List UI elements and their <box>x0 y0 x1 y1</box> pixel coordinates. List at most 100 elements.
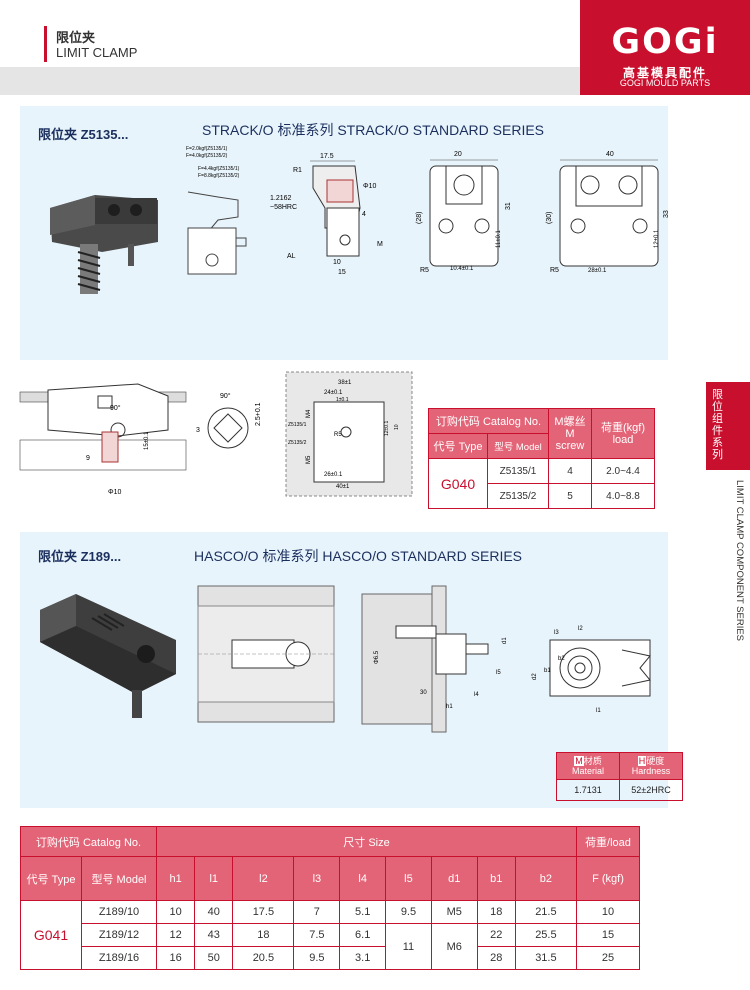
row3-b1: 28 <box>476 946 516 970</box>
dim-12b: 12±0.1 <box>384 421 390 436</box>
dim-12: 12±0.1 <box>654 229 660 248</box>
page-title-cn: 限位夹 <box>56 30 96 45</box>
header-accent-bar <box>44 26 47 62</box>
row2-b2: 25.5 <box>514 923 578 947</box>
label-al: AL <box>287 253 296 260</box>
row2-l1: 43 <box>194 923 234 947</box>
label-d2: d2 <box>532 673 538 680</box>
hardness-cn: 硬度 <box>646 756 665 766</box>
row3-b2: 31.5 <box>514 946 578 970</box>
col-d1: d1 <box>430 856 478 901</box>
dim-r5a: R5 <box>420 267 429 274</box>
hasco-top-drawing: l2 d2 l3 l1 b1 b2 <box>532 626 651 714</box>
label-f2: F=4.0kgf(Z5135/2) <box>186 153 228 159</box>
dim-15b: 15±0.1 <box>144 431 150 450</box>
dim-10b: 10 <box>394 424 400 430</box>
thread-m4: M4 <box>306 409 312 418</box>
hasco-clamp-photo <box>40 594 176 718</box>
label-hardness: ~58HRC <box>270 204 297 211</box>
material-cn: 材质 <box>583 756 602 766</box>
hasco-install-drawing: d1 Φ6.5 30 h1 l4 l5 <box>361 585 508 733</box>
strack-install-drawing: 90° 15±0.1 9 Φ10 <box>19 383 187 496</box>
dim-26: 26±0.1 <box>324 472 343 478</box>
dim-40b: 40±1 <box>336 484 350 490</box>
row2-h1: 12 <box>155 923 196 947</box>
dim-11: 11±0.1 <box>496 229 502 248</box>
row3-h1: 16 <box>155 946 196 970</box>
side-tab-label: 限位组件系列 <box>712 389 723 461</box>
label-b1: b1 <box>544 668 551 674</box>
col-f: F (kgf) <box>576 856 640 901</box>
cat1-row2-model: Z5135/2 <box>487 483 549 509</box>
strack-side-drawing: F=2.0kgf(Z5135/1) F=4.0kgf(Z5135/2) F=4.… <box>186 146 247 275</box>
table-row: Z189/16 16 50 20.5 9.5 3.1 28 31.5 25 <box>21 946 640 970</box>
row1-b2: 21.5 <box>514 900 578 924</box>
angle-90a: 90° <box>110 404 121 412</box>
section2-series: HASCO/O 标准系列 HASCO/O STANDARD SERIES <box>194 548 523 564</box>
dim-m: M <box>377 241 383 248</box>
label-f1: F=2.0kgf(Z5135/1) <box>186 146 228 152</box>
label-z1: Z5135/1 <box>288 422 307 428</box>
label-f4: F=8.8kgf(Z5135/2) <box>198 173 240 179</box>
cat1-header-load: 荷重(kgf) load <box>591 408 655 459</box>
label-d1: d1 <box>502 637 508 644</box>
size-table-hasco: 订购代码 Catalog No. 尺寸 Size 荷重/load 代号 Type… <box>20 826 640 970</box>
table-row: Z189/12 12 43 18 7.5 6.1 11 M6 22 25.5 1… <box>21 923 640 970</box>
strack-front-drawing-20: 20 (28) 31 11±0.1 10.4±0.1 R5 <box>416 151 512 274</box>
dim-phi10: Φ10 <box>363 183 376 190</box>
dim-1: 1±0.1 <box>336 397 349 403</box>
hardness-icon: H <box>637 756 647 766</box>
cat1-type-label: 代号 Type <box>428 433 488 459</box>
col-b2: b2 <box>514 856 578 901</box>
section1-series: STRACK/O 标准系列 STRACK/O STANDARD SERIES <box>202 122 545 138</box>
page-title-en: LIMIT CLAMP <box>56 45 138 60</box>
row3-l3: 9.5 <box>293 946 341 970</box>
dim-33: 33 <box>663 210 670 218</box>
row3-f: 25 <box>576 946 640 970</box>
col-l1: l1 <box>194 856 234 901</box>
cat1-row1-model: Z5135/1 <box>487 458 549 484</box>
merged-l5: 11 <box>385 923 432 970</box>
strack-hole-drawing: 90° 3 2.5+0.1 <box>196 392 262 449</box>
tbl-model-label: 型号 Model <box>81 856 157 901</box>
hasco-plate-drawing <box>197 585 335 723</box>
strack-pocket-drawing: 38±1 24±0.1 1±0.1 M4 Z5135/1 R5 Z5135/2 … <box>285 371 413 497</box>
strack-front-drawing-40: 40 (30) 33 12±0.1 28±0.1 R5 <box>546 151 670 274</box>
tbl-type-value: G041 <box>20 900 82 970</box>
dim-38: 38±1 <box>338 380 352 386</box>
row1-l4: 5.1 <box>339 900 387 924</box>
cat1-model-label: 型号 Model <box>487 433 549 459</box>
label-l5: l5 <box>496 670 501 676</box>
row1-h1: 10 <box>155 900 196 924</box>
material-icon: M <box>574 756 584 766</box>
dim-2-5: 2.5+0.1 <box>255 402 262 426</box>
row2-l4: 6.1 <box>339 923 387 947</box>
row3-l1: 50 <box>194 946 234 970</box>
section2-model: 限位夹 Z189... <box>38 549 122 564</box>
side-label-en: LIMIT CLAMP COMPONENT SERIES <box>734 480 745 642</box>
dim-phi6-5: Φ6.5 <box>374 650 380 664</box>
thread-m5: M5 <box>306 455 312 464</box>
cat1-row1-m: 4 <box>548 458 592 484</box>
dim-15: 15 <box>338 269 346 276</box>
dim-phi10b: Φ10 <box>108 489 121 496</box>
row3-model: Z189/16 <box>81 946 157 970</box>
strack-clamp-photo <box>50 195 158 294</box>
row1-l2: 17.5 <box>232 900 295 924</box>
row1-f: 10 <box>576 900 640 924</box>
dim-28b: 28±0.1 <box>588 268 607 274</box>
dim-4: 4 <box>362 211 366 218</box>
col-l3: l3 <box>293 856 341 901</box>
col-b1: b1 <box>476 856 516 901</box>
cat1-type-value: G040 <box>428 458 488 509</box>
dim-r5c: R5 <box>334 432 342 438</box>
label-f3: F=4.4kgf(Z5135/1) <box>198 166 240 172</box>
cat1-row2-m: 5 <box>548 483 592 509</box>
row1-l3: 7 <box>293 900 341 924</box>
material-value: 1.7131 <box>556 779 620 801</box>
dim-10: 10 <box>333 259 341 266</box>
catalog-table-strack: 订购代码 Catalog No. M螺丝 M screw 荷重(kgf) loa… <box>428 408 655 509</box>
